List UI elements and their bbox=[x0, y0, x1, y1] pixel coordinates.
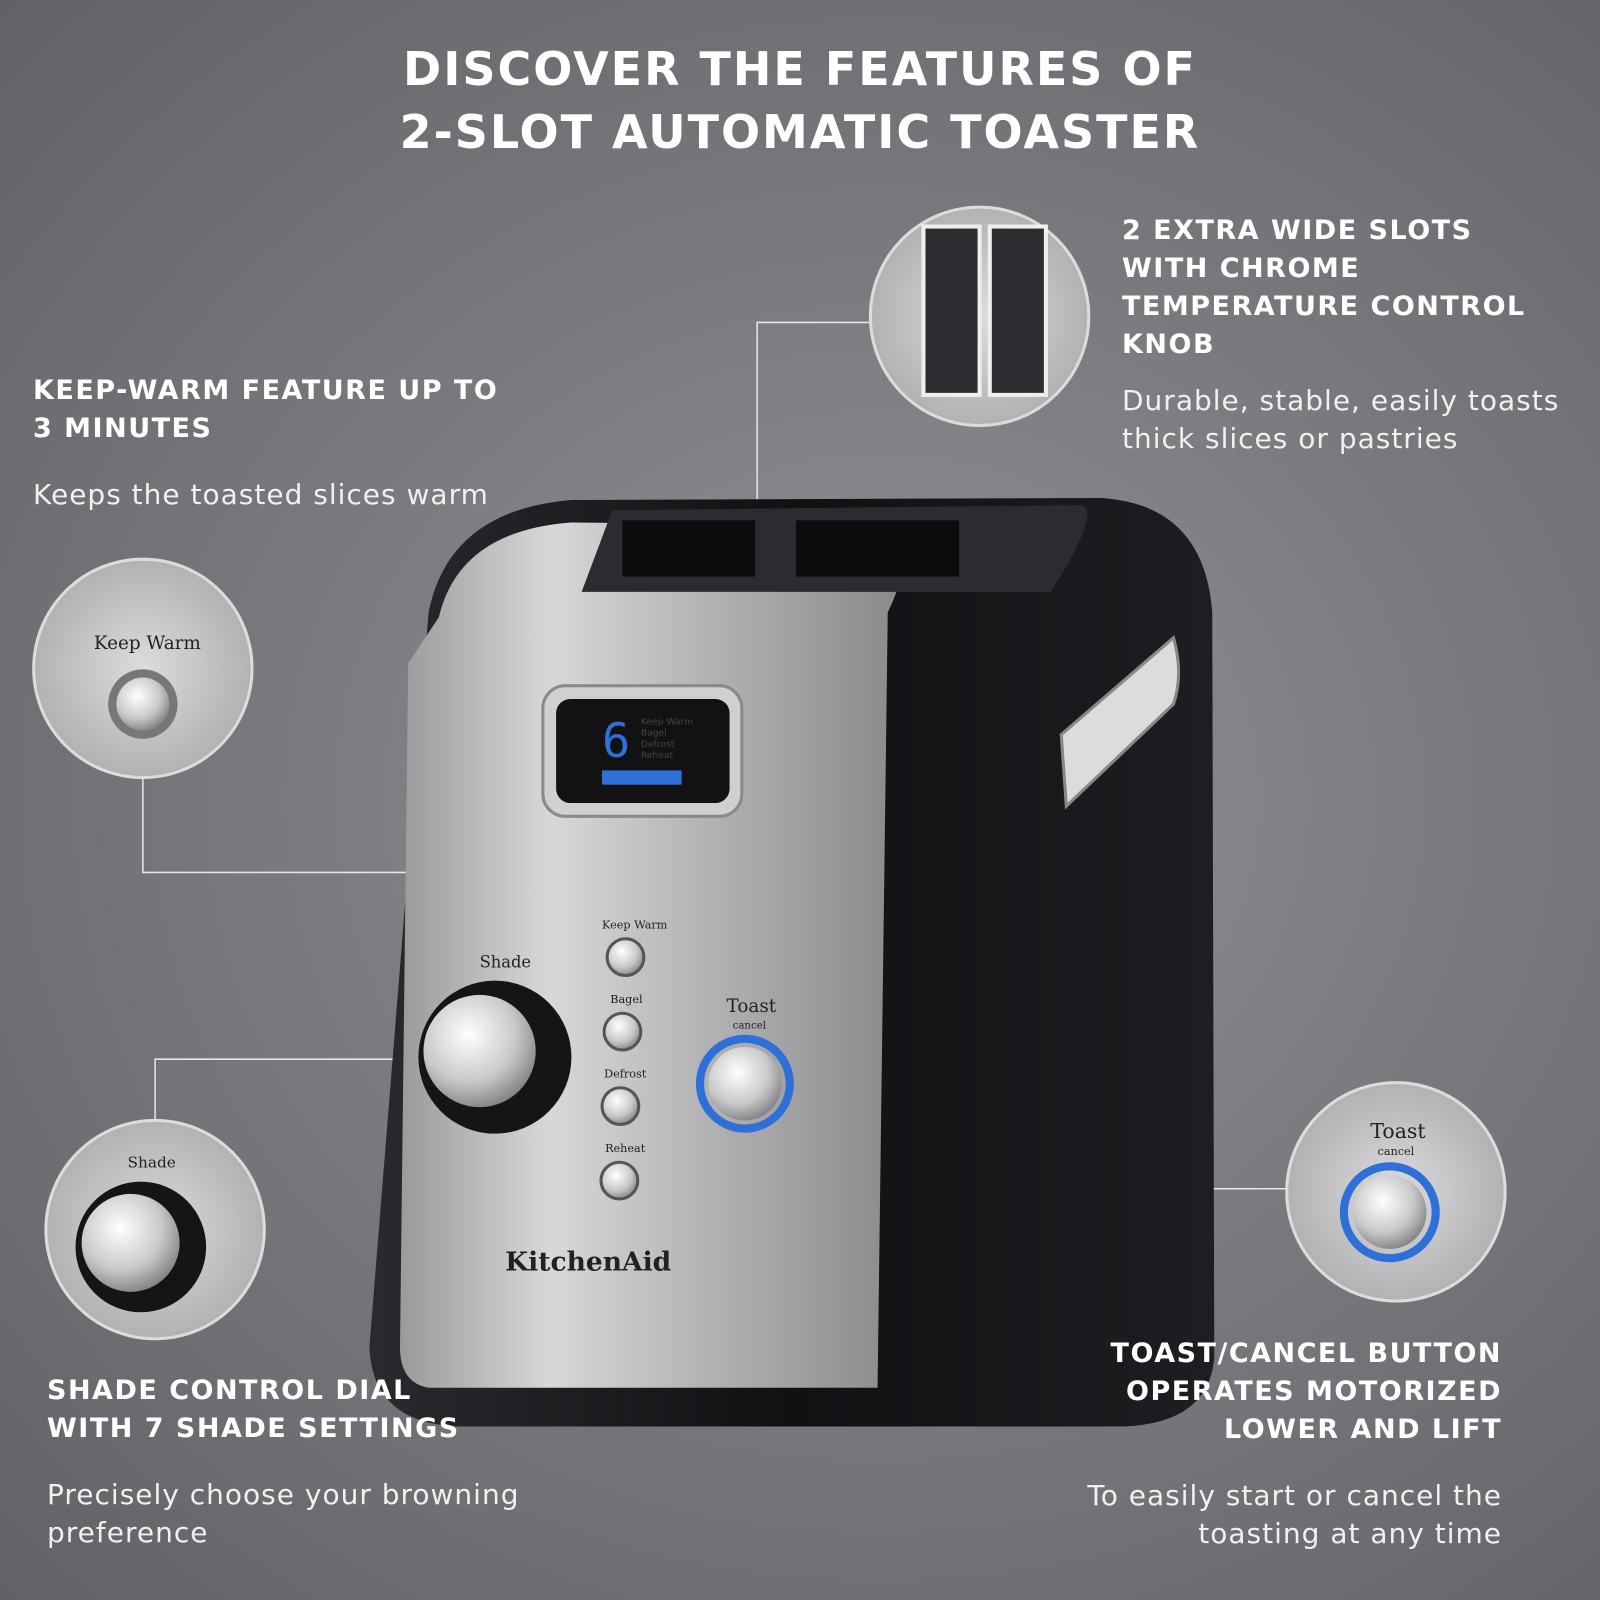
dial-label: Shade bbox=[480, 952, 532, 971]
bagel-label: Bagel bbox=[610, 993, 643, 1006]
toaster-body bbox=[369, 497, 1215, 1427]
feature-toast: TOAST/CANCEL BUTTON OPERATES MOTORIZED L… bbox=[1087, 1338, 1502, 1550]
display-mode: Bagel bbox=[641, 728, 667, 739]
keep-warm-label: Keep Warm bbox=[602, 919, 668, 932]
display-mode: Defrost bbox=[641, 739, 675, 750]
page-title: DISCOVER THE FEATURES OF 2-SLOT AUTOMATI… bbox=[399, 42, 1201, 159]
circle-shade-label: Shade bbox=[128, 1153, 176, 1171]
reheat-label: Reheat bbox=[605, 1142, 646, 1155]
display-mode: Keep Warm bbox=[641, 716, 693, 727]
defrost-label: Defrost bbox=[604, 1068, 647, 1081]
circle-keep-warm-label: Keep Warm bbox=[94, 633, 201, 654]
display-mode: Reheat bbox=[641, 750, 674, 761]
circle-toast-label: Toast bbox=[1370, 1119, 1426, 1143]
circle-cancel-label: cancel bbox=[1378, 1145, 1415, 1158]
slots-detail bbox=[921, 224, 1048, 397]
cancel-label: cancel bbox=[733, 1021, 766, 1032]
toast-label: Toast bbox=[727, 996, 777, 1017]
feature-slots: 2 EXTRA WIDE SLOTS WITH CHROME TEMPERATU… bbox=[1122, 215, 1560, 455]
feature-keep-warm: KEEP-WARM FEATURE UP TO 3 MINUTES Keeps … bbox=[33, 375, 499, 511]
display-digit: 6 bbox=[602, 714, 630, 769]
brand-logo: KitchenAid bbox=[505, 1246, 671, 1277]
feature-shade: SHADE CONTROL DIAL WITH 7 SHADE SETTINGS… bbox=[47, 1375, 520, 1549]
